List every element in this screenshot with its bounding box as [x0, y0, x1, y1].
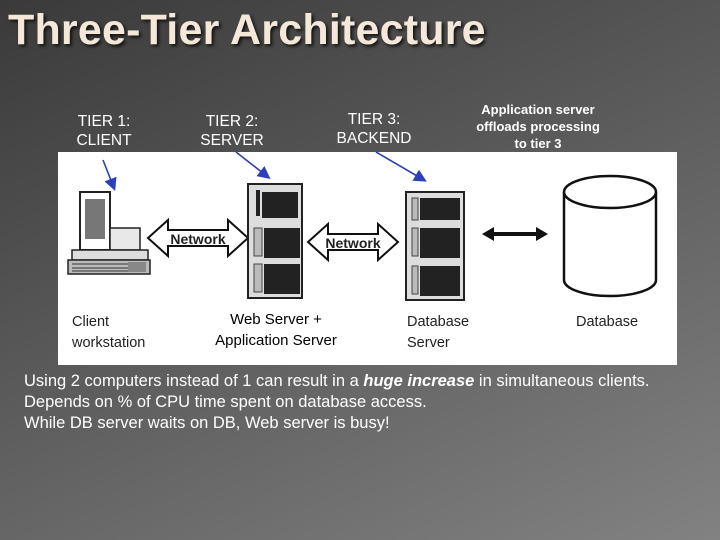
explanation-line1: Using 2 computers instead of 1 can resul… — [24, 371, 704, 392]
network-arrow-left: Network — [146, 217, 250, 259]
db-server-label: Database Server — [407, 312, 469, 354]
explanation-text: Using 2 computers instead of 1 can resul… — [24, 371, 704, 434]
client-label: Client workstation — [72, 312, 145, 354]
tier1-label: TIER 1: CLIENT — [68, 112, 140, 150]
tier2-label-line1: TIER 2: — [205, 113, 259, 130]
db-server-label-line1: Database — [407, 314, 470, 330]
offload-note-line2: offloads processing — [476, 119, 600, 134]
web-server-label-line2: Application Server — [215, 332, 337, 349]
explanation-line1-end: in simultaneous clients. — [474, 372, 650, 390]
tier3-label-line1: TIER 3: — [347, 111, 401, 128]
explanation-line1-start: Using 2 computers instead of 1 can resul… — [24, 372, 364, 390]
client-label-line1: Client — [72, 314, 110, 330]
tier2-label: TIER 2: SERVER — [194, 112, 270, 150]
diagram-graphics: Network Network — [67, 174, 658, 301]
network-arrow-right: Network — [306, 221, 400, 263]
offload-note-line1: Application server — [481, 102, 595, 117]
db-server-label-line2: Server — [407, 335, 450, 351]
architecture-diagram: Network Network — [58, 152, 677, 365]
database-server-icon — [405, 191, 465, 301]
network-label-left: Network — [170, 231, 225, 247]
db-link-arrow — [482, 227, 548, 241]
tier3-label-line2: BACKEND — [336, 130, 412, 147]
offload-note-line3: to tier 3 — [514, 136, 562, 151]
web-server-label-line1: Web Server + — [230, 311, 322, 328]
tier1-label-line2: CLIENT — [76, 132, 132, 149]
tier2-label-line2: SERVER — [200, 132, 264, 149]
tier1-label-line1: TIER 1: — [77, 113, 131, 130]
database-cylinder-icon — [562, 174, 658, 298]
web-server-icon — [247, 183, 303, 299]
explanation-line1-emphasis: huge increase — [363, 372, 475, 390]
web-server-label: Web Server + Application Server — [200, 309, 352, 351]
network-label-right: Network — [325, 235, 380, 251]
offload-note: Application server offloads processing t… — [464, 101, 612, 152]
tier3-label: TIER 3: BACKEND — [328, 110, 420, 148]
slide-title: Three-Tier Architecture — [8, 6, 486, 54]
client-label-line2: workstation — [72, 335, 146, 351]
explanation-line2: Depends on % of CPU time spent on databa… — [24, 393, 427, 411]
client-computer-icon — [67, 191, 151, 275]
database-label: Database — [576, 314, 639, 330]
explanation-line3: While DB server waits on DB, Web server … — [24, 414, 390, 432]
